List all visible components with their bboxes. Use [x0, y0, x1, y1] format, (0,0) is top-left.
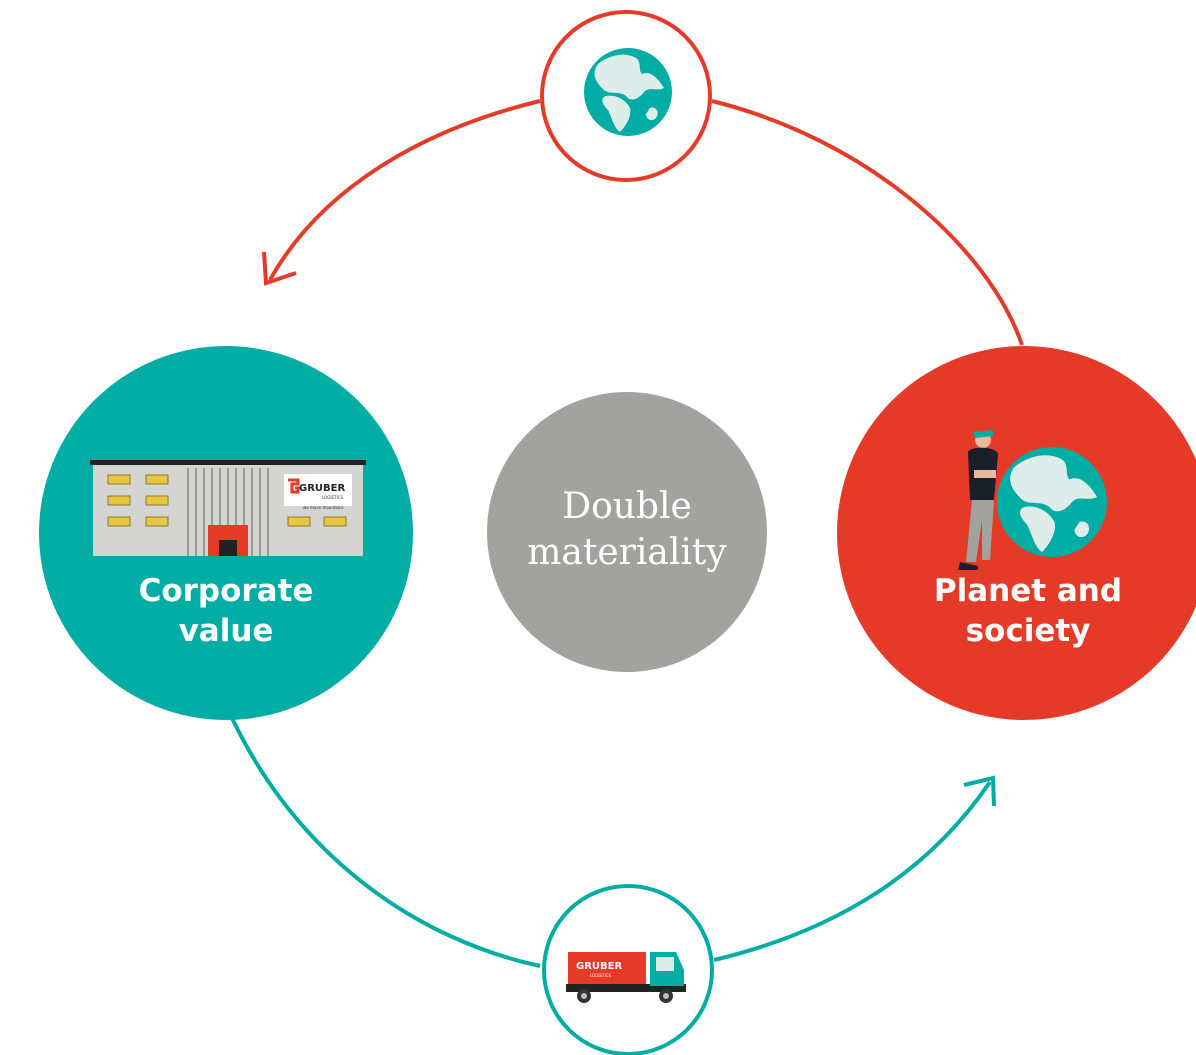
corporate-value-line1: Corporate	[138, 573, 314, 609]
planet-society-label: Planet and society	[892, 571, 1164, 651]
globe-icon	[584, 48, 672, 136]
warehouse-sign-brand: GRUBER	[299, 483, 345, 494]
truck-brand-sub: LOGISTICS	[590, 973, 611, 978]
arrow-head-icon	[262, 251, 297, 286]
center-circle	[487, 392, 767, 672]
worker-icon	[958, 430, 998, 570]
center-title: Double materiality	[507, 484, 747, 576]
financial-connector-arc	[230, 717, 541, 968]
warehouse-sign-slogan: we move mountains	[303, 505, 344, 510]
financial-arrow-arc	[713, 780, 992, 962]
planet-society-line1: Planet and	[933, 573, 1123, 609]
center-title-line1: Double	[562, 486, 692, 527]
globe-icon	[997, 447, 1107, 557]
corporate-value-line2: value	[178, 613, 274, 649]
warehouse-sign-sub: LOGISTICS	[322, 495, 343, 500]
warehouse-icon: GRUBER LOGISTICS we move mountains	[90, 460, 366, 556]
corporate-value-label: Corporate value	[96, 571, 356, 651]
impact-connector-arc	[711, 99, 1024, 346]
center-title-line2: materiality	[527, 532, 727, 573]
impact-arrow-arc	[268, 99, 541, 281]
truck-brand: GRUBER	[576, 961, 622, 972]
planet-society-line2: society	[965, 613, 1091, 649]
arrow-head-icon	[963, 775, 996, 807]
truck-icon: GRUBER LOGISTICS	[566, 952, 686, 1003]
